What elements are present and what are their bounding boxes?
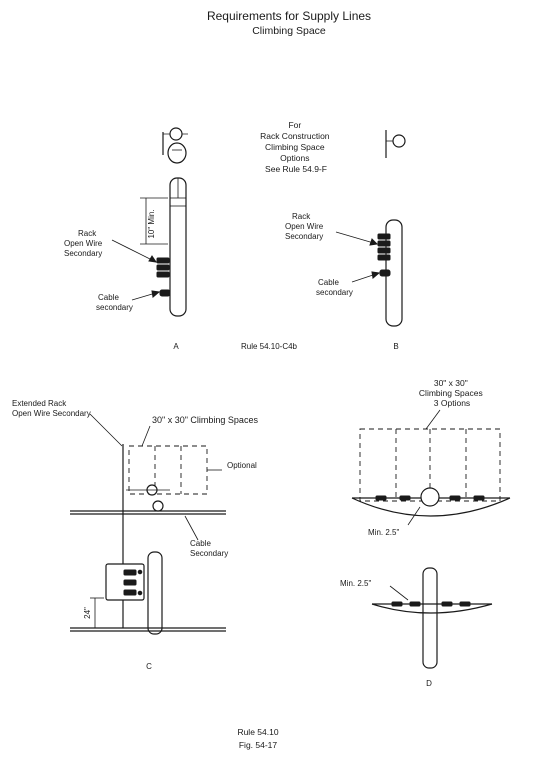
cable-label-line: secondary bbox=[96, 303, 133, 312]
rule-reference: Rule 54.10-C4b bbox=[241, 342, 298, 351]
figure-letter: D bbox=[426, 679, 432, 688]
rack-insulators bbox=[156, 257, 170, 278]
pole-a bbox=[169, 177, 187, 317]
figure-letter: C bbox=[146, 662, 152, 671]
rack-label: Rack Open Wire Secondary bbox=[64, 229, 104, 258]
rack-insulators bbox=[375, 495, 485, 501]
pole-d bbox=[422, 567, 438, 669]
rack-label-line: Open Wire bbox=[285, 222, 324, 231]
extended-rack-label: Extended Rack Open Wire Secondary bbox=[12, 399, 91, 418]
cable-label: Cable secondary bbox=[96, 293, 133, 312]
min-label-bottom: Min. 2.5" bbox=[340, 579, 371, 588]
rack-label-line: Secondary bbox=[285, 232, 323, 241]
transformer-icon bbox=[167, 142, 187, 164]
cable-label-line: Cable bbox=[98, 293, 119, 302]
cable-icon bbox=[159, 289, 171, 297]
cable-label: Cable Secondary bbox=[190, 539, 228, 558]
rack-insulators bbox=[391, 601, 471, 607]
rack-construction-note: For Rack Construction Climbing Space Opt… bbox=[260, 120, 332, 174]
rack-label-line: Rack bbox=[78, 229, 97, 238]
cable-label-line: Secondary bbox=[190, 549, 228, 558]
rack-label-line: Open Wire bbox=[64, 239, 103, 248]
insulator-icon bbox=[169, 127, 183, 141]
note-line: Options bbox=[280, 153, 309, 163]
page-subtitle: Climbing Space bbox=[252, 25, 326, 37]
cable-label-line: Cable bbox=[190, 539, 211, 548]
climbing-space-box bbox=[128, 445, 208, 495]
climbing-spaces-label-line: Climbing Spaces bbox=[419, 388, 483, 398]
figure-d: Min. 2.5" Min. 2.5" 30" x 30" Climbing S… bbox=[340, 378, 511, 688]
note-line: Climbing Space bbox=[265, 142, 325, 152]
note-line: Rack Construction bbox=[260, 131, 330, 141]
extended-rack-label-line: Open Wire Secondary bbox=[12, 409, 91, 418]
min-label-top: Min. 2.5" bbox=[368, 528, 399, 537]
rack-label-line: Secondary bbox=[64, 249, 102, 258]
rack-insulators bbox=[105, 563, 145, 601]
note-line: See Rule 54.9-F bbox=[265, 164, 327, 174]
extended-rack-label-line: Extended Rack bbox=[12, 399, 67, 408]
figure-letter: B bbox=[393, 342, 398, 351]
insulator-icon bbox=[392, 134, 406, 148]
figure-b: Rack Open Wire Secondary Cable secondary… bbox=[285, 130, 406, 351]
rack-label-line: Rack bbox=[292, 212, 311, 221]
dimension-label: 10" Min. bbox=[147, 209, 156, 238]
rack-label: Rack Open Wire Secondary bbox=[285, 212, 325, 241]
figure-c: 24" Extended Rack Open Wire Secondary 30… bbox=[12, 399, 258, 671]
page-title: Requirements for Supply Lines bbox=[207, 9, 371, 23]
rack-insulators bbox=[377, 233, 391, 261]
footer-figure: Fig. 54-17 bbox=[239, 740, 278, 750]
cable-label-line: secondary bbox=[316, 288, 353, 297]
pole-c bbox=[147, 551, 163, 635]
optional-label: Optional bbox=[227, 461, 257, 470]
pole-top-icon bbox=[152, 500, 164, 512]
cable-label-line: Cable bbox=[318, 278, 339, 287]
figure-a: 10" Min. Rack Open Wire Secondary Cable … bbox=[64, 127, 188, 351]
dimension-label: 24" bbox=[83, 607, 92, 619]
note-line: For bbox=[288, 120, 301, 130]
climbing-spaces-label: 30" x 30" Climbing Spaces bbox=[152, 415, 258, 425]
footer-rule: Rule 54.10 bbox=[237, 727, 278, 737]
climbing-spaces-label-line: 3 Options bbox=[434, 398, 470, 408]
cable-label: Cable secondary bbox=[316, 278, 353, 297]
cable-icon bbox=[379, 269, 391, 277]
climbing-spaces-label: 30" x 30" Climbing Spaces 3 Options bbox=[419, 378, 485, 408]
pole-top-icon bbox=[420, 487, 440, 507]
figure-letter: A bbox=[173, 342, 179, 351]
climbing-spaces-label-line: 30" x 30" bbox=[434, 378, 468, 388]
